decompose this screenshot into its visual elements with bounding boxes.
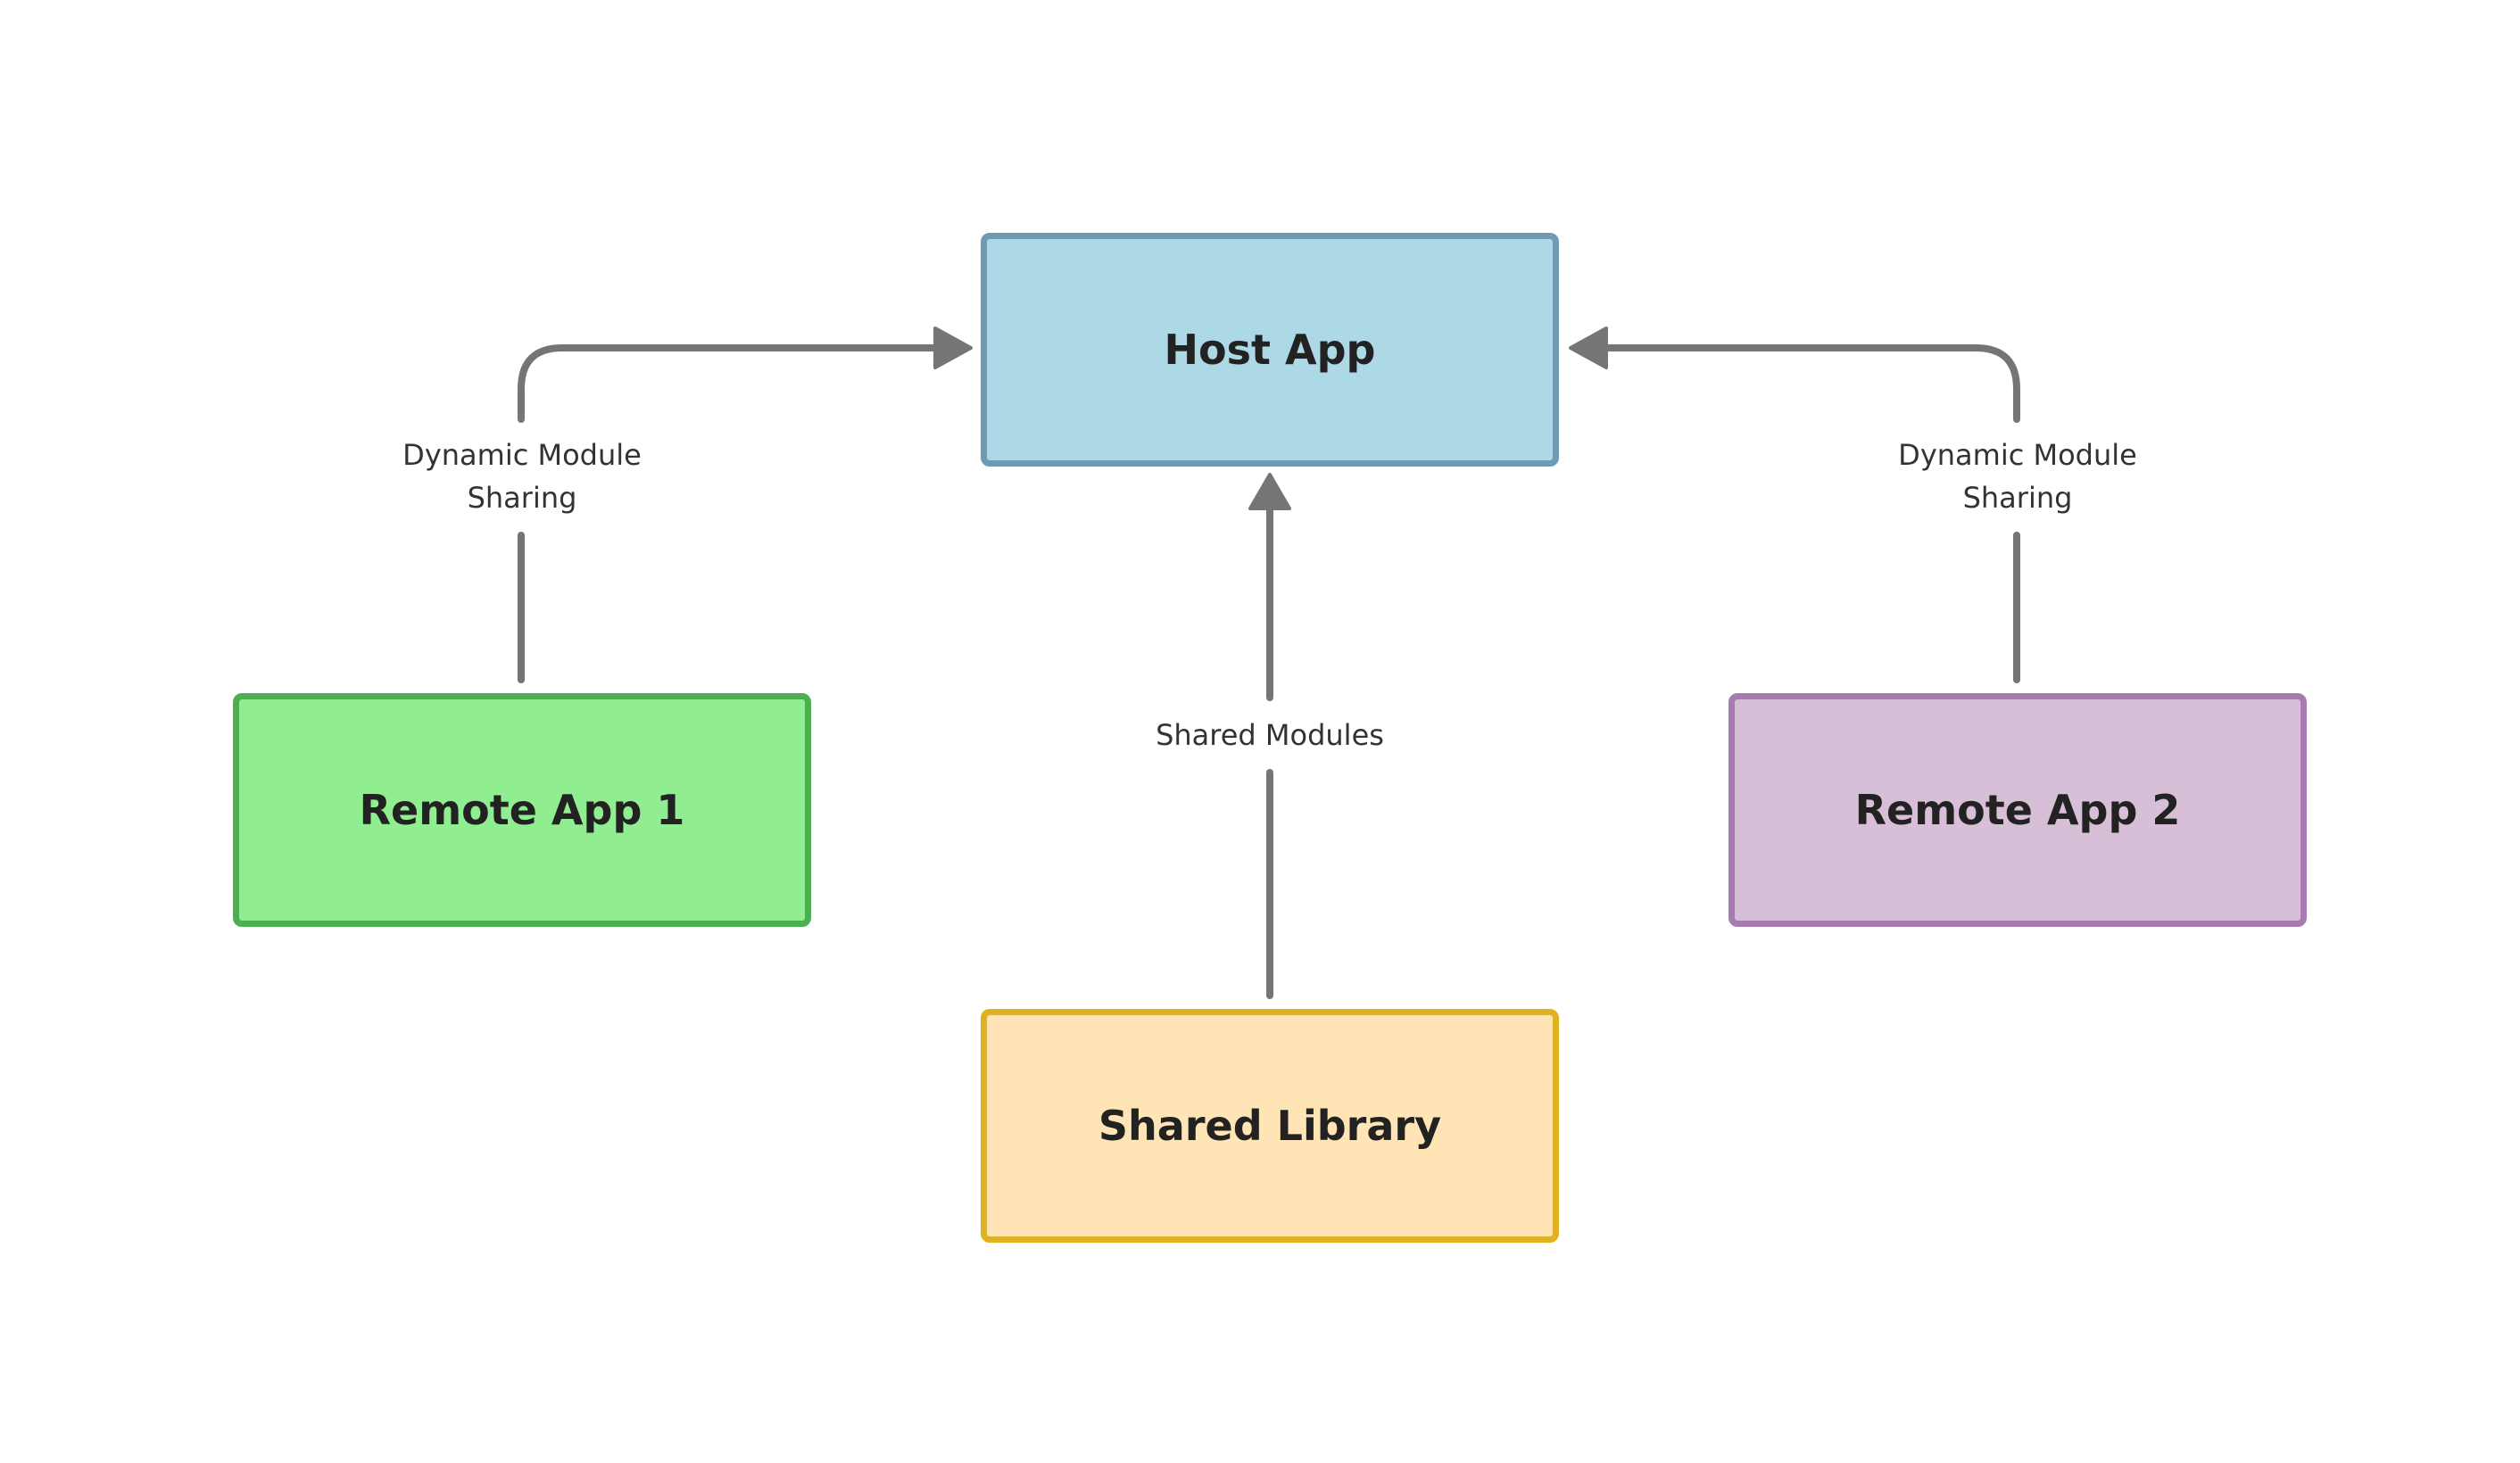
arrowhead-remote2-to-host bbox=[1569, 326, 1608, 369]
edge-remote1-to-host-upper bbox=[518, 344, 941, 423]
edge-label-remote1-line2: Sharing bbox=[467, 481, 577, 515]
edge-label-remote1-line1: Dynamic Module bbox=[402, 438, 642, 472]
shared-library-label: Shared Library bbox=[1098, 1102, 1442, 1150]
host-app-node: Host App bbox=[981, 233, 1559, 467]
edge-label-remote2-line2: Sharing bbox=[1962, 481, 2073, 515]
remote-app-1-node: Remote App 1 bbox=[233, 693, 811, 927]
host-app-label: Host App bbox=[1164, 326, 1376, 374]
shared-library-node: Shared Library bbox=[981, 1009, 1559, 1243]
edge-label-shared: Shared Modules bbox=[1136, 714, 1404, 756]
edge-label-remote2: Dynamic Module Sharing bbox=[1888, 434, 2147, 519]
edge-label-remote1: Dynamic Module Sharing bbox=[393, 434, 651, 519]
edge-remote2-to-host-upper bbox=[1603, 344, 2020, 423]
edge-label-shared-text: Shared Modules bbox=[1156, 718, 1384, 752]
arrowhead-shared-to-host bbox=[1248, 473, 1291, 510]
remote-app-1-label: Remote App 1 bbox=[359, 786, 685, 834]
remote-app-2-label: Remote App 2 bbox=[1854, 786, 2181, 834]
edge-label-remote2-line1: Dynamic Module bbox=[1898, 438, 2137, 472]
remote-app-2-node: Remote App 2 bbox=[1728, 693, 2307, 927]
arrowhead-remote1-to-host bbox=[933, 326, 973, 369]
